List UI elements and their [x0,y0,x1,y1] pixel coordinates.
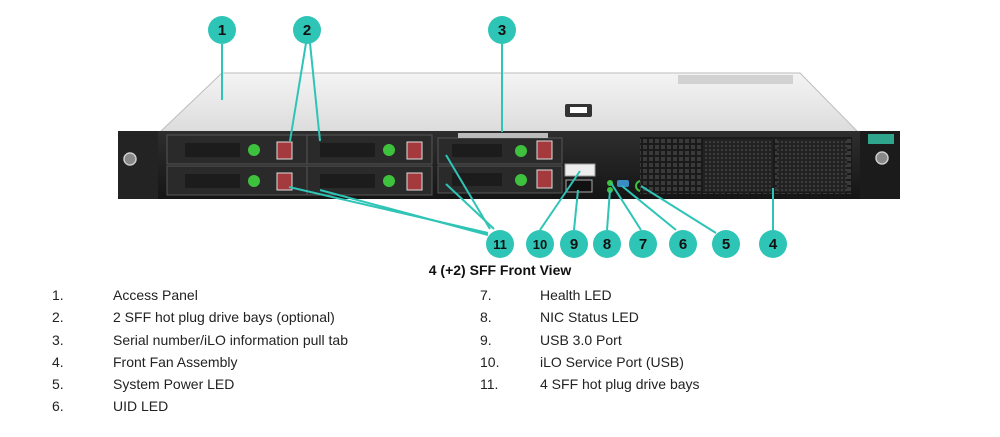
legend-text: Serial number/iLO information pull tab [113,331,349,348]
callout-circle [486,230,514,258]
callout-circle [526,230,554,258]
callout-badges: 1 2 3 11 10 9 8 7 6 5 4 [208,16,787,258]
callout-label: 11 [493,237,507,252]
legend-number: 5. [52,376,64,393]
legend-text: System Power LED [113,376,235,393]
legend-item: 11. 4 SFF hot plug drive bays [480,373,980,395]
callout-circle [293,16,321,44]
legend-text: Access Panel [113,287,198,303]
access-panel [158,72,860,133]
callout-5: 5 [712,230,740,258]
leader-lines [221,42,774,236]
figure-caption: 4 (+2) SFF Front View [428,262,572,278]
legend-text: NIC Status LED [540,309,639,326]
callout-3: 3 [488,16,516,44]
legend-number: 4. [52,353,64,370]
callout-label: 4 [769,236,778,253]
callout-8: 8 [593,230,621,258]
callout-4: 4 [759,230,787,258]
legend-item: 10. iLO Service Port (USB) [480,351,980,373]
callout-circle [629,230,657,258]
callout-circle [208,16,236,44]
callout-11: 11 [486,230,514,258]
callout-label: 1 [218,22,226,39]
legend-text: 2 SFF hot plug drive bays (optional) [113,309,335,326]
callout-1: 1 [208,16,236,44]
legend-number: 8. [480,309,492,326]
callout-9: 9 [560,230,588,258]
callout-circle [488,16,516,44]
callout-label: 3 [498,22,506,39]
legend-number: 2. [52,309,64,326]
front-fan-assembly [640,137,852,194]
callout-label: 7 [639,236,647,253]
legend-number: 6. [52,398,64,415]
callout-label: 5 [722,236,730,253]
legend-left-column: 1. Access Panel 2. 2 SFF hot plug drive ba… [52,284,472,418]
drive-bays-2-sff-optional [437,133,563,194]
callout-label: 10 [533,237,547,252]
legend-item: 3. Serial number/iLO information pull tab [52,329,472,351]
legend-item: 6. UID LED [52,395,472,417]
legend-text: Health LED [540,287,612,303]
callout-label: 9 [570,236,578,253]
callout-circle [712,230,740,258]
legend-item: 1. Access Panel [52,284,472,306]
callout-label: 6 [679,236,687,253]
legend-number: 11. [480,376,499,393]
legend-item: 2. 2 SFF hot plug drive bays (optional) [52,306,472,328]
legend-number: 1. [52,287,64,303]
callout-circle [669,230,697,258]
legend-item: 7. Health LED [480,284,980,306]
callout-10: 10 [526,230,554,258]
legend-text: USB 3.0 Port [540,331,622,348]
legend-item: 9. USB 3.0 Port [480,329,980,351]
legend-number: 10. [480,353,500,370]
callout-circle [759,230,787,258]
legend-item: 5. System Power LED [52,373,472,395]
callout-circle [593,230,621,258]
legend-number: 3. [52,331,64,348]
legend-item: 4. Front Fan Assembly [52,351,472,373]
legend-text: 4 SFF hot plug drive bays [540,376,700,393]
callout-2: 2 [293,16,321,44]
callout-6: 6 [669,230,697,258]
legend-number: 9. [480,331,492,348]
legend-text: Front Fan Assembly [113,353,238,370]
callout-circle [560,230,588,258]
legend-text: iLO Service Port (USB) [540,353,684,370]
callout-7: 7 [629,230,657,258]
legend-right-column: 7. Health LED 8. NIC Status LED 9. USB 3.0 … [480,284,980,395]
legend-text: UID LED [113,398,169,415]
legend-number: 7. [480,287,492,303]
drive-bays-4-sff [166,134,433,196]
callout-label: 2 [303,22,311,39]
callout-label: 8 [603,236,611,253]
server-front-view-diagram: 1 2 3 11 10 9 8 7 6 5 4 [118,16,900,258]
legend-item: 8. NIC Status LED [480,306,980,328]
